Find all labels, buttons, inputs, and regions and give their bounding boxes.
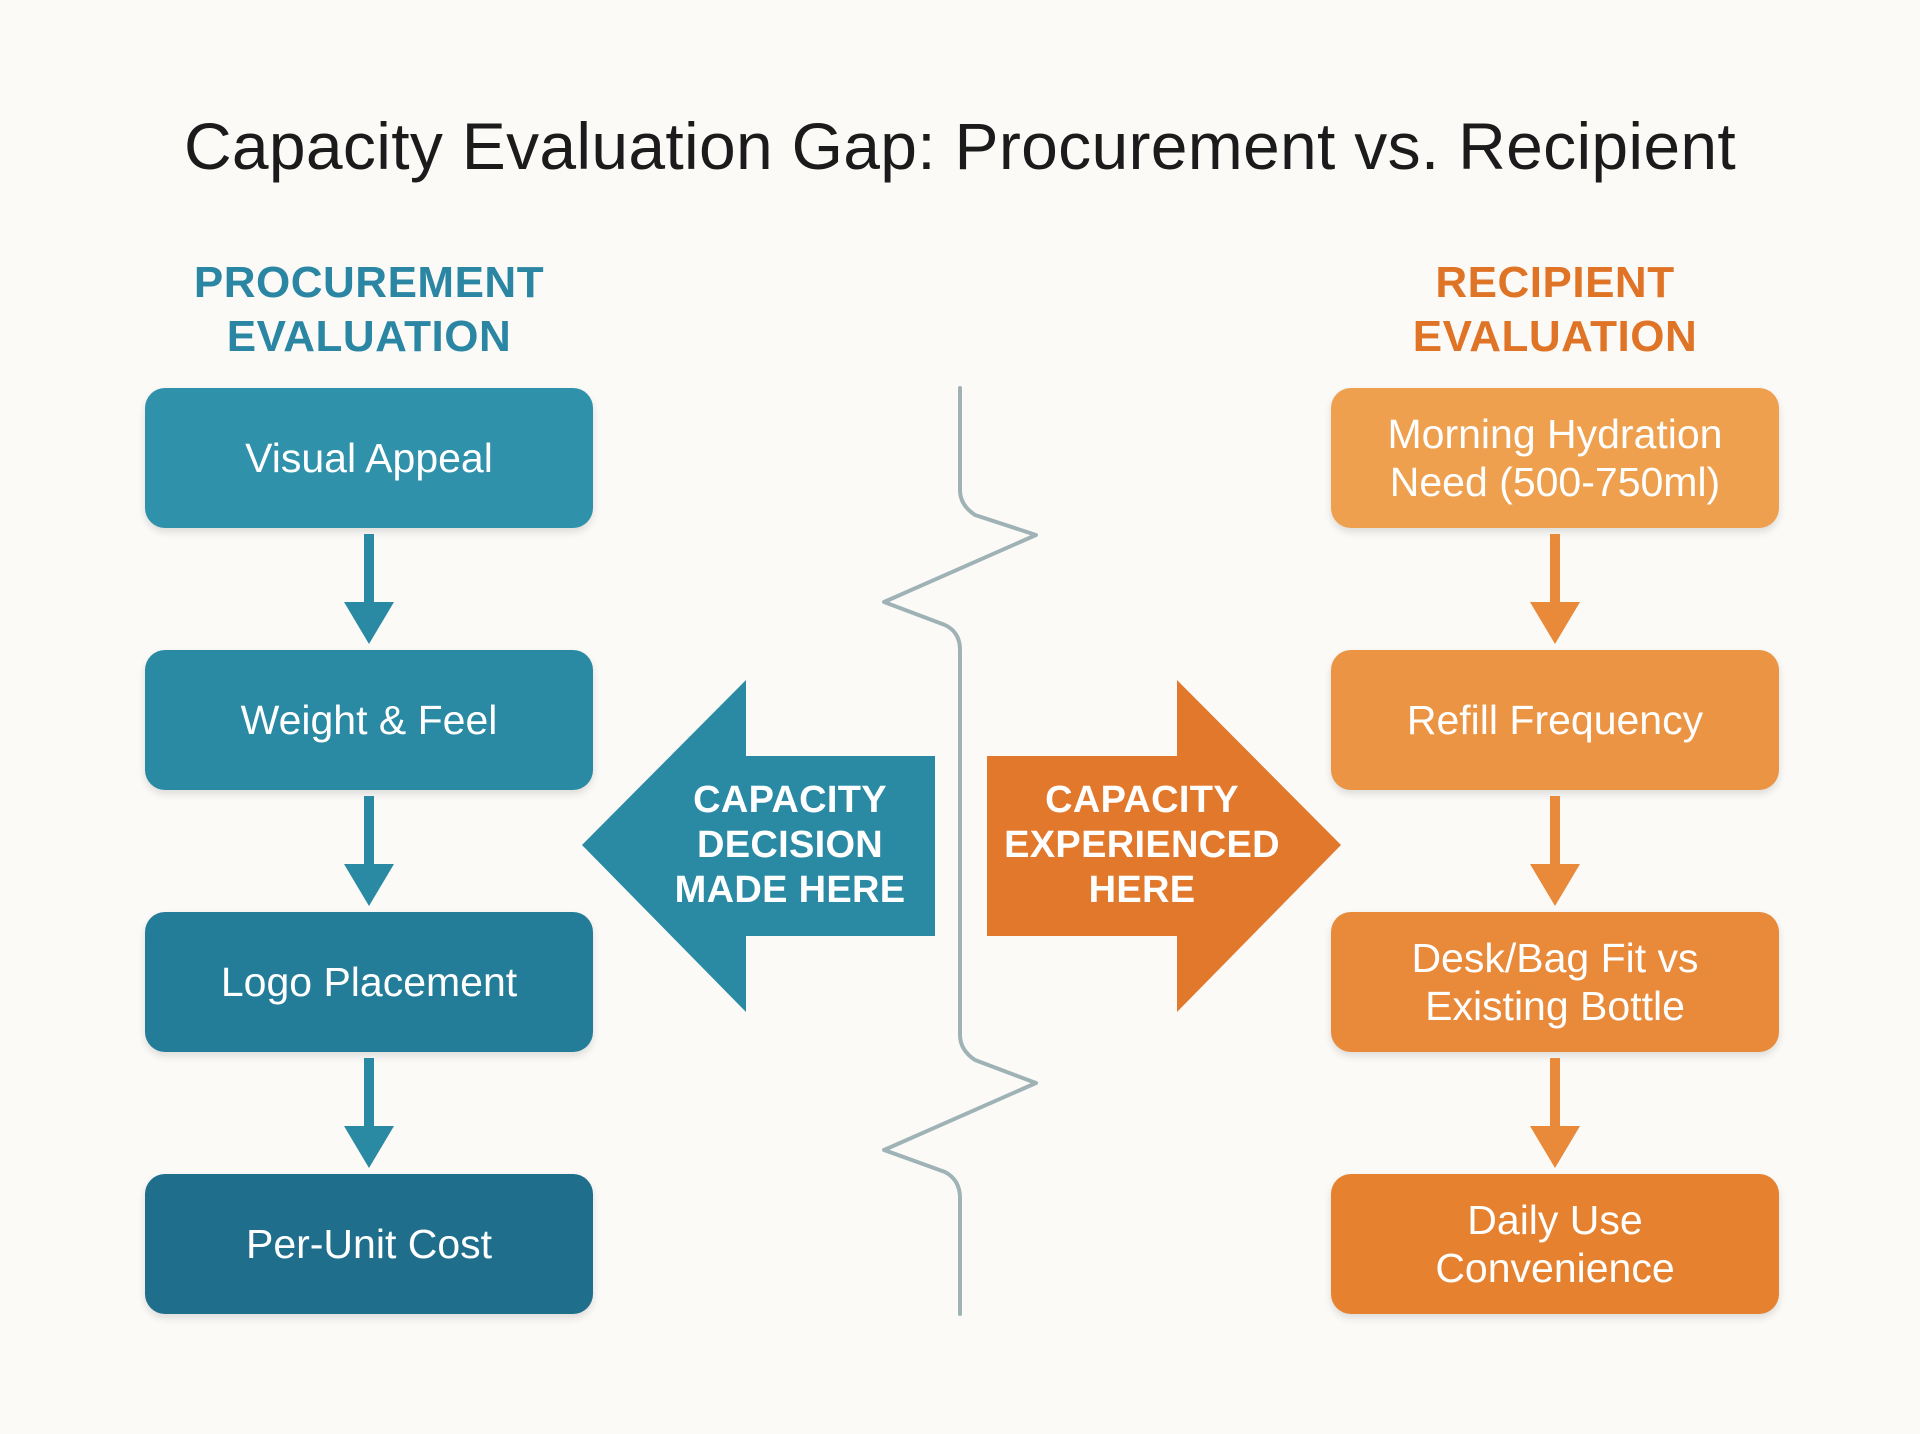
- procurement-heading-line-1: PROCUREMENT: [193, 258, 545, 307]
- recipient-step-daily-use: Daily Use Convenience: [1331, 1174, 1779, 1314]
- procurement-step-visual-appeal: Visual Appeal: [145, 388, 593, 528]
- recipient-step-desk-bag-fit: Desk/Bag Fit vs Existing Bottle: [1331, 912, 1779, 1052]
- capacity-decision-label: CAPACITY DECISION MADE HERE: [640, 778, 940, 913]
- down-arrow-shaft: [1550, 796, 1560, 866]
- step-label-line-2: Existing Bottle: [1425, 983, 1685, 1029]
- down-arrow-shaft: [364, 534, 374, 604]
- recipient-step-refill-frequency: Refill Frequency: [1331, 650, 1779, 790]
- procurement-step-per-unit-cost: Per-Unit Cost: [145, 1174, 593, 1314]
- down-arrow-head: [1530, 1126, 1580, 1168]
- down-arrow-shaft: [1550, 534, 1560, 604]
- step-label: Per-Unit Cost: [245, 1221, 493, 1267]
- arrow-label-line-3: MADE HERE: [674, 869, 906, 911]
- capacity-experienced-arrow: [987, 680, 1341, 1012]
- step-label: Visual Appeal: [245, 435, 493, 481]
- page-title: Capacity Evaluation Gap: Procurement vs.…: [183, 109, 1737, 183]
- recipient-heading-line-2: EVALUATION: [1412, 312, 1698, 361]
- down-arrow-head: [1530, 864, 1580, 906]
- arrow-label-line-2: EXPERIENCED: [1004, 824, 1280, 866]
- step-label-line-2: Need (500-750ml): [1389, 459, 1721, 505]
- arrow-label-line-1: CAPACITY: [1045, 779, 1239, 821]
- recipient-heading: RECIPIENT EVALUATION: [1315, 256, 1795, 364]
- arrow-label-line-1: CAPACITY: [693, 779, 887, 821]
- gap-divider-line: [882, 386, 1038, 1316]
- down-arrow-shaft: [364, 796, 374, 866]
- down-arrow-head: [344, 602, 394, 644]
- step-label-line-1: Desk/Bag Fit vs: [1411, 935, 1699, 981]
- procurement-heading-line-2: EVALUATION: [226, 312, 512, 361]
- procurement-heading: PROCUREMENT EVALUATION: [129, 256, 609, 364]
- capacity-experienced-label: CAPACITY EXPERIENCED HERE: [992, 778, 1292, 913]
- step-label: Weight & Feel: [240, 697, 498, 743]
- step-label-line-1: Morning Hydration: [1387, 411, 1723, 457]
- arrow-label-line-3: HERE: [1088, 869, 1196, 911]
- step-label: Logo Placement: [220, 959, 518, 1005]
- recipient-heading-line-1: RECIPIENT: [1435, 258, 1675, 307]
- step-label-line-2: Convenience: [1435, 1245, 1675, 1291]
- step-label: Refill Frequency: [1406, 697, 1704, 743]
- procurement-step-weight-feel: Weight & Feel: [145, 650, 593, 790]
- step-label-line-1: Daily Use: [1467, 1197, 1643, 1243]
- arrow-label-line-2: DECISION: [696, 824, 884, 866]
- down-arrow-head: [344, 1126, 394, 1168]
- capacity-decision-arrow: [582, 680, 935, 1012]
- down-arrow-shaft: [1550, 1058, 1560, 1128]
- down-arrow-shaft: [364, 1058, 374, 1128]
- down-arrow-head: [1530, 602, 1580, 644]
- down-arrow-head: [344, 864, 394, 906]
- recipient-step-morning-hydration: Morning Hydration Need (500-750ml): [1331, 388, 1779, 528]
- procurement-step-logo-placement: Logo Placement: [145, 912, 593, 1052]
